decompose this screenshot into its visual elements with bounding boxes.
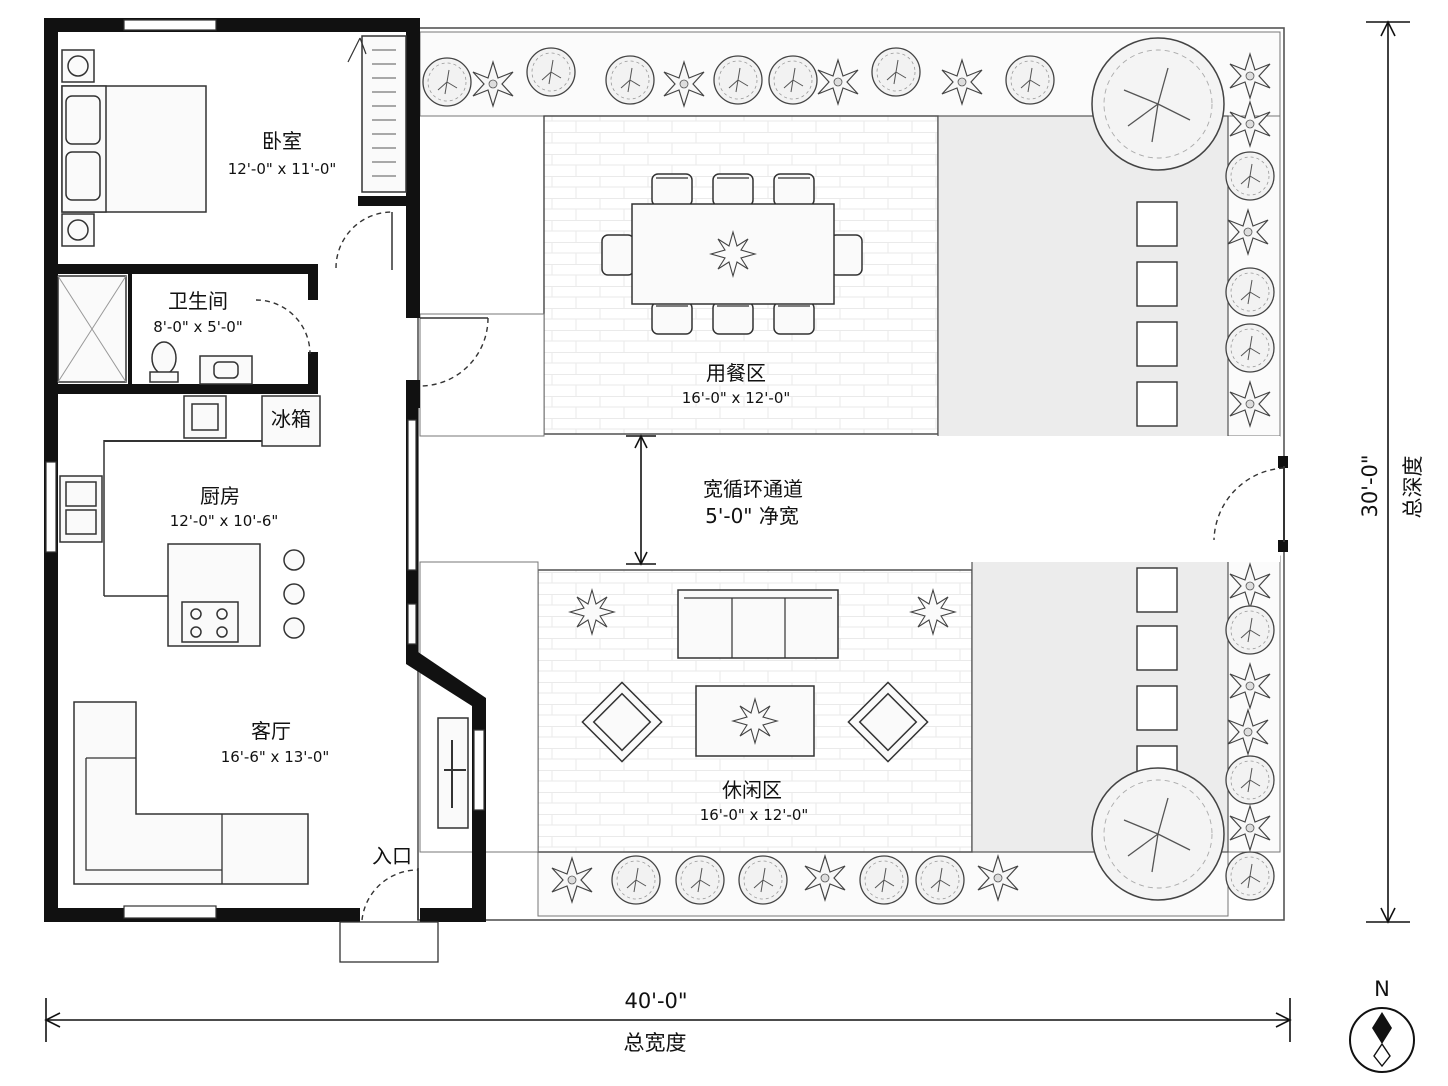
bathroom-label: 卫生间: [168, 289, 228, 313]
entry-label: 入口: [372, 844, 412, 868]
width-label: 总宽度: [624, 1031, 687, 1055]
bedroom: [61, 35, 407, 270]
north-label: N: [1374, 977, 1390, 1001]
entry-door[interactable]: [361, 869, 419, 921]
dining-paving: [937, 115, 1229, 439]
windows: [45, 19, 485, 919]
bedroom-door[interactable]: [335, 211, 393, 269]
walkway-label: 宽循环通道: [703, 477, 803, 501]
leisure-furniture-set: [569, 589, 956, 763]
walkway-width-arrow: [626, 434, 656, 566]
width-value: 40'-0": [624, 989, 687, 1013]
walkway: [420, 436, 1280, 562]
outdoor-area: [417, 27, 1288, 921]
bathroom-door[interactable]: [255, 299, 311, 355]
depth-label: 总深度: [1401, 456, 1425, 519]
bedroom-dims: 12'-0" x 11'-0": [228, 160, 337, 178]
kitchen-label: 厨房: [200, 484, 240, 508]
leisure-label: 休闲区: [722, 778, 782, 802]
dining-label: 用餐区: [706, 361, 766, 385]
garden-gate[interactable]: [1213, 456, 1288, 552]
living-label: 客厅: [251, 719, 291, 743]
north-arrow-icon: N: [1349, 977, 1415, 1073]
bathroom-dims: 8'-0" x 5'-0": [153, 318, 242, 336]
kitchen: [59, 395, 321, 647]
depth-dimension: 30'-0" 总深度: [1358, 20, 1425, 924]
dining-table-set: [601, 173, 863, 335]
labels: 卧室 12'-0" x 11'-0" 卫生间 8'-0" x 5'-0" 冰箱 …: [153, 129, 808, 868]
fridge-label: 冰箱: [271, 407, 311, 431]
living-room: [73, 701, 469, 963]
bathroom: [57, 275, 311, 385]
living-dims: 16'-6" x 13'-0": [221, 748, 330, 766]
interior: [44, 18, 489, 963]
dining-dims: 16'-0" x 12'-0": [682, 389, 791, 407]
walkway-dims: 5'-0" 净宽: [705, 504, 799, 528]
depth-value: 30'-0": [1358, 454, 1382, 517]
leisure-dims: 16'-0" x 12'-0": [700, 806, 809, 824]
bedroom-label: 卧室: [262, 129, 302, 153]
width-dimension: 40'-0" 总宽度: [44, 989, 1292, 1055]
closet: [347, 35, 407, 193]
kitchen-dims: 12'-0" x 10'-6": [170, 512, 279, 530]
